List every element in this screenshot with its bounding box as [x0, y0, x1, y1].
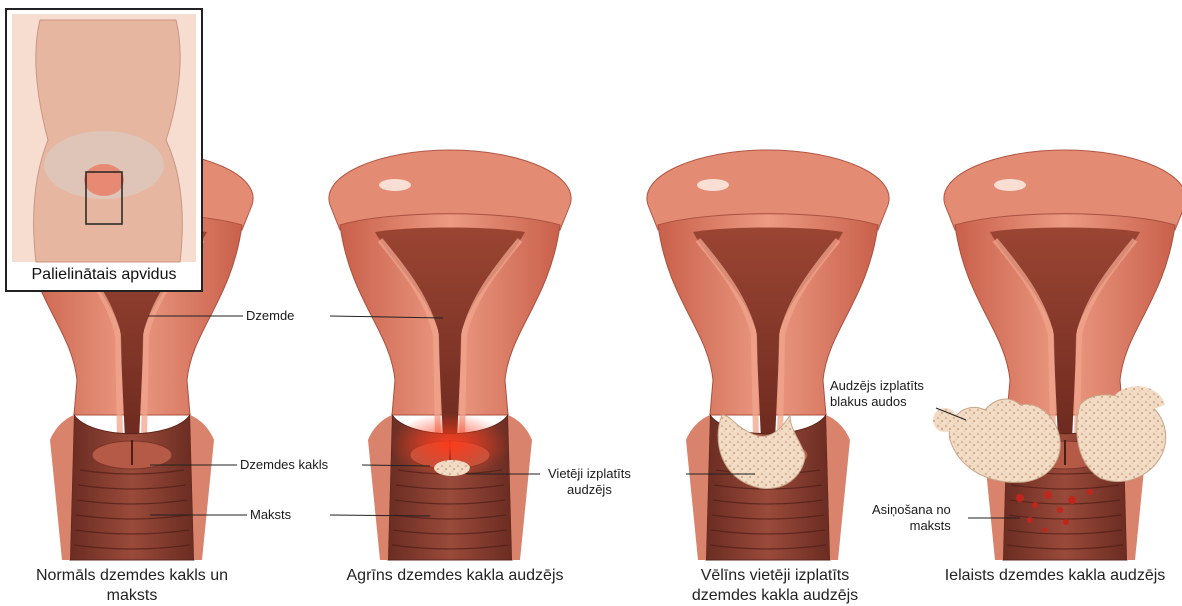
label-adjacent-spread: Audzējs izplatīts blakus audos [830, 378, 924, 410]
label-uterus: Dzemde [246, 308, 294, 324]
enlarged-area-inset [6, 9, 202, 291]
label-vagina: Maksts [250, 507, 291, 523]
caption-normal: Normāls dzemdes kakls un maksts [12, 566, 252, 606]
caption-late-local: Vēlīns vietēji izplatīts dzemdes kakla a… [660, 566, 890, 606]
caption-early: Agrīns dzemdes kakla audzējs [320, 566, 590, 586]
label-local-spread: Vietēji izplatīts audzējs [548, 466, 631, 498]
label-bleeding: Asiņošana no maksts [872, 502, 951, 534]
inset-caption: Palielinātais apvidus [6, 266, 202, 284]
caption-invasive: Ielaists dzemdes kakla audzējs [930, 566, 1180, 586]
early-tumor-spot [434, 460, 470, 476]
organ-local [647, 150, 889, 560]
label-cervix: Dzemdes kakls [240, 457, 328, 473]
organ-early [329, 150, 571, 560]
organ-invasive [944, 150, 1182, 560]
